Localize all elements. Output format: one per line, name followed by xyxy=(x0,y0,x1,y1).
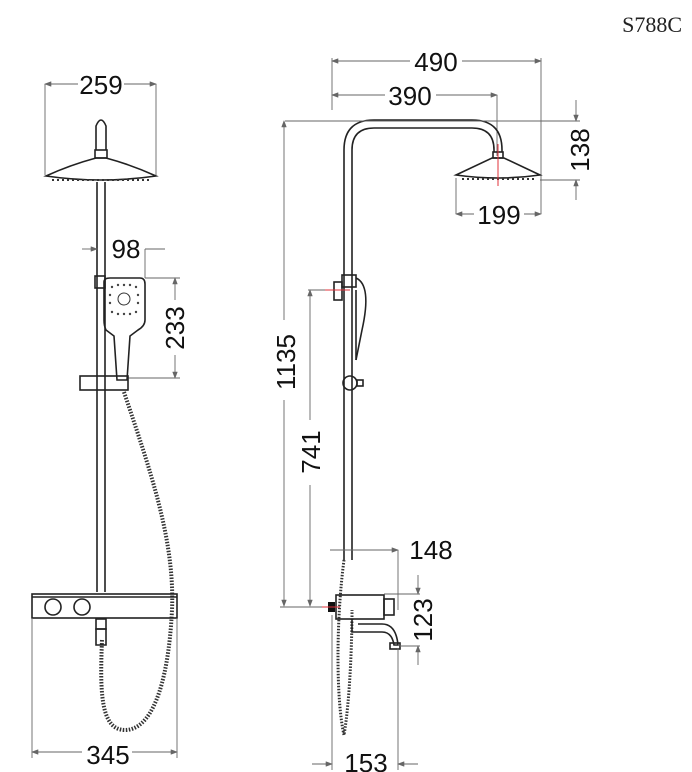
front-view: 259 98 233 xyxy=(31,70,190,770)
dim-head-width: 259 xyxy=(79,70,122,100)
dim-valve-width: 345 xyxy=(86,740,129,770)
dim-head-height: 138 xyxy=(565,128,595,171)
dim-overall-height: 1135 xyxy=(271,334,301,390)
dim-handshower-offset: 98 xyxy=(112,234,141,264)
dim-holder-height: 741 xyxy=(296,430,326,473)
dim-spout-projection: 153 xyxy=(344,748,387,772)
dim-handshower-length: 233 xyxy=(160,306,190,349)
model-code: S788C xyxy=(622,12,682,37)
dim-arm-reach: 390 xyxy=(388,81,431,111)
side-view: 490 390 138 199 1135 741 xyxy=(271,47,595,772)
dim-overall-reach: 490 xyxy=(414,47,457,77)
dim-spout-drop: 123 xyxy=(408,598,438,641)
dim-head-diameter: 199 xyxy=(477,200,520,230)
dim-valve-depth: 148 xyxy=(409,535,452,565)
